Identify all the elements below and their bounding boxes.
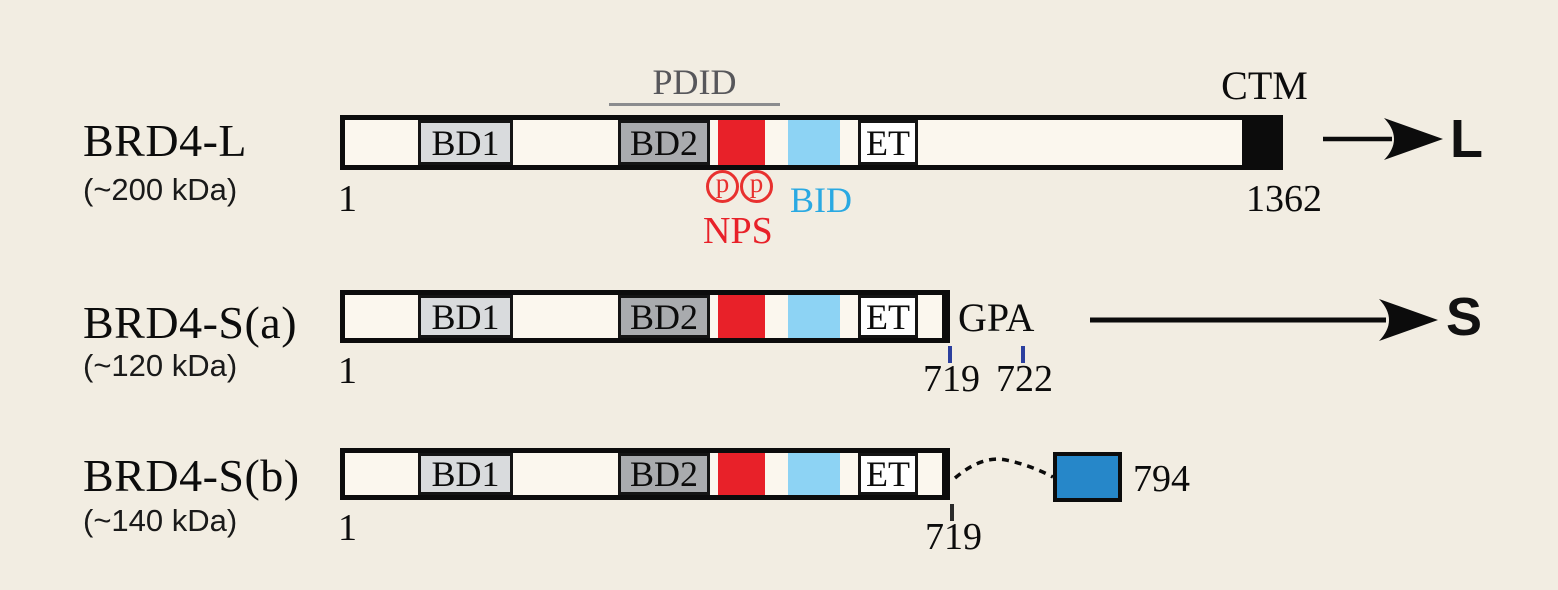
arrow-right-icon <box>1323 118 1443 160</box>
residue-start-brd4-sa: 1 <box>338 350 357 392</box>
isoform-mass-brd4-sa: (~120 kDa) <box>83 348 238 383</box>
residue-end-brd4-sb: 794 <box>1133 458 1190 500</box>
domain-bd1-label: BD1 <box>431 454 500 494</box>
domain-et-label: ET <box>866 296 910 337</box>
nps-label: NPS <box>703 210 773 252</box>
alternative-exon-box <box>1053 452 1122 502</box>
isoform-name-brd4-sb: BRD4-S(b) <box>83 450 300 501</box>
domain-bd1: BD1 <box>418 453 513 495</box>
domain-bd2: BD2 <box>618 295 710 338</box>
domain-bid-box <box>788 453 840 495</box>
ctm-label: CTM <box>1221 63 1308 108</box>
isoform-class-s: S <box>1446 287 1483 347</box>
domain-et-label: ET <box>866 122 910 163</box>
domain-bd2-label: BD2 <box>629 296 698 337</box>
pdid-region-line <box>609 103 780 106</box>
domain-bd2: BD2 <box>618 120 710 165</box>
domain-bd2-label: BD2 <box>629 122 698 163</box>
domain-nps-box <box>718 295 765 338</box>
phospho-p-icon: p <box>740 169 773 203</box>
domain-et: ET <box>858 120 918 165</box>
isoform-class-l: L <box>1450 109 1483 169</box>
phospho-p-icon: p <box>706 169 739 203</box>
domain-et: ET <box>858 453 918 495</box>
isoform-mass-brd4-sb: (~140 kDa) <box>83 503 238 538</box>
domain-bd1: BD1 <box>418 120 513 165</box>
residue-719-brd4-sa: 719 <box>923 358 980 400</box>
domain-bd1: BD1 <box>418 295 513 338</box>
domain-et-label: ET <box>866 454 910 494</box>
isoform-name-brd4-l: BRD4-L <box>83 115 247 166</box>
domain-bd2: BD2 <box>618 453 710 495</box>
residue-tick-722 <box>1021 346 1025 363</box>
residue-tick-719 <box>948 346 952 363</box>
domain-ctm-box <box>1242 120 1278 165</box>
domain-bid-box <box>788 120 840 165</box>
residue-719-brd4-sb: 719 <box>925 516 982 558</box>
domain-bd1-label: BD1 <box>431 296 500 337</box>
residue-tick-719 <box>950 504 954 521</box>
pdid-region-label: PDID <box>652 62 737 102</box>
residue-start-brd4-l: 1 <box>338 178 357 220</box>
domain-bd1-label: BD1 <box>431 122 500 163</box>
residue-722-brd4-sa: 722 <box>996 358 1053 400</box>
gpa-label: GPA <box>958 295 1035 340</box>
isoform-name-brd4-sa: BRD4-S(a) <box>83 297 298 348</box>
bid-label: BID <box>790 180 852 220</box>
residue-start-brd4-sb: 1 <box>338 507 357 549</box>
domain-et: ET <box>858 295 918 338</box>
dashed-connector-icon <box>953 457 1054 480</box>
arrow-right-icon <box>1090 299 1438 341</box>
domain-bid-box <box>788 295 840 338</box>
domain-bd2-label: BD2 <box>629 454 698 494</box>
domain-nps-box <box>718 453 765 495</box>
residue-end-brd4-l: 1362 <box>1246 178 1322 220</box>
domain-nps-box <box>718 120 765 165</box>
isoform-mass-brd4-l: (~200 kDa) <box>83 172 238 207</box>
